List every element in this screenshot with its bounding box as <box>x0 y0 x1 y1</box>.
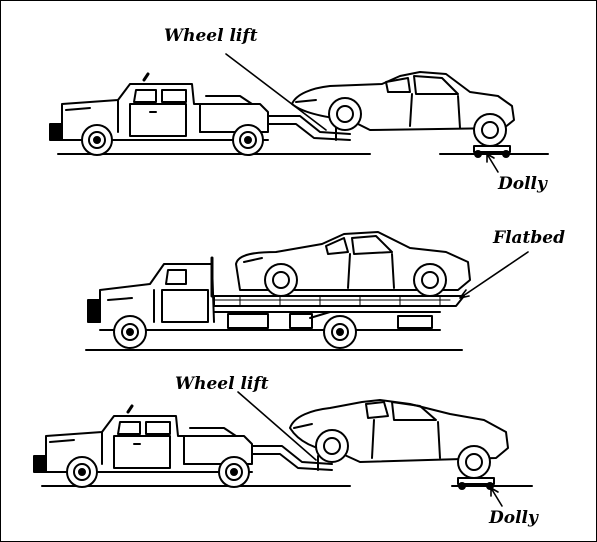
leader-dolly <box>491 488 502 506</box>
label-flatbed: Flatbed <box>493 230 565 247</box>
scene-wheel-lift-dolly <box>50 54 548 172</box>
car-on-flatbed <box>236 232 470 296</box>
label-wheel-lift: Wheel lift <box>164 28 258 45</box>
label-wheel-lift: Wheel lift <box>175 376 269 393</box>
dolly <box>474 146 510 157</box>
scene-wheel-lift-dolly-2 <box>34 392 532 506</box>
tow-truck <box>34 406 252 487</box>
label-dolly: Dolly <box>489 510 538 527</box>
scene-flatbed <box>86 232 528 350</box>
tow-truck <box>50 74 268 155</box>
label-dolly: Dolly <box>498 176 547 193</box>
towed-car <box>290 400 508 478</box>
leader-dolly <box>487 154 498 172</box>
towed-car <box>292 72 514 146</box>
dolly <box>458 478 494 489</box>
